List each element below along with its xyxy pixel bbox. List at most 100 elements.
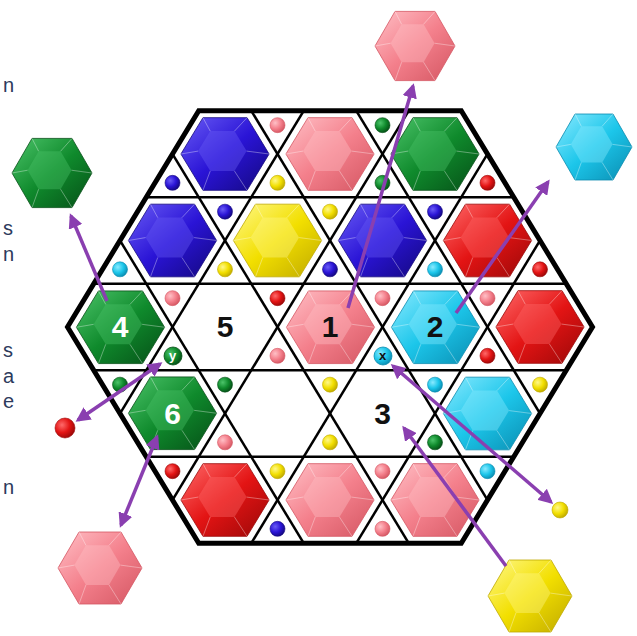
small-gem [375, 464, 390, 479]
gem-facet [408, 477, 457, 517]
gem-edge [602, 163, 613, 180]
gem-edge [150, 377, 157, 390]
gem-edge [339, 171, 352, 190]
gem-edge [539, 560, 551, 573]
small-gem [375, 291, 390, 306]
grid-line [0, 68, 15, 587]
gem-edge [203, 464, 210, 477]
gem-edge [181, 151, 198, 154]
gem-facet [303, 131, 352, 171]
outside-gem [556, 114, 632, 180]
gem-body [233, 204, 321, 277]
small-gem [218, 204, 233, 219]
gem-edge [308, 517, 315, 536]
cell-gem [128, 377, 216, 450]
outside-gem [488, 560, 572, 632]
grid-line [225, 68, 540, 587]
gem-edge [375, 43, 391, 46]
gem-facet [93, 304, 142, 344]
gem-body [488, 560, 572, 632]
small-gem [270, 521, 285, 536]
board-border [68, 111, 593, 544]
gem-edge [444, 118, 457, 131]
gem-edge [129, 344, 142, 363]
gem-edge [255, 258, 262, 277]
gem-facet [461, 391, 510, 431]
gem-layer [128, 118, 584, 537]
gem-edge [61, 138, 72, 151]
gem-body [128, 204, 216, 277]
small-gem [270, 175, 285, 190]
pointer-arrow [121, 437, 157, 525]
outside-small-gem [552, 502, 568, 518]
gem-edge [444, 464, 457, 477]
gem-edge [413, 464, 420, 477]
grid-line [15, 196, 637, 199]
gem-edge [287, 258, 300, 277]
gem-edge [287, 204, 300, 217]
gem-body [443, 377, 531, 450]
cell-gem [76, 291, 164, 364]
gem-edge [602, 114, 613, 126]
gem-edge [109, 532, 121, 545]
gem-edge [129, 291, 142, 304]
gem-edge [497, 431, 510, 450]
margin-text: n [3, 244, 14, 264]
outside-small-gem [55, 418, 75, 438]
pointer-arrow [348, 86, 413, 308]
small-gem [270, 291, 285, 306]
gem-edge [308, 118, 315, 131]
board-grid [0, 68, 637, 587]
gem-edge [339, 344, 352, 363]
gem-body [286, 118, 374, 191]
gem-edge [308, 171, 315, 190]
gem-edge [182, 377, 195, 390]
gem-edge [98, 344, 105, 363]
board-ground [68, 111, 593, 544]
gem-edge [286, 151, 303, 154]
small-gem [428, 262, 443, 277]
grid-line [0, 68, 15, 587]
gem-edge [444, 517, 457, 536]
small-gem [428, 377, 443, 392]
gem-edge [182, 431, 195, 450]
gem-edge [497, 377, 510, 390]
gem-edge [509, 238, 531, 241]
gem-edge [551, 593, 572, 596]
small-gem [428, 204, 443, 219]
gem-edge [465, 204, 472, 217]
small-gem [165, 291, 180, 306]
board-gem [286, 464, 374, 537]
gem-edge [194, 411, 216, 414]
cell-gem [286, 291, 374, 364]
grid-line [15, 283, 637, 286]
gem-body [375, 11, 455, 80]
outside-gems [12, 11, 632, 632]
gem-edge [121, 565, 142, 568]
outside-gem [58, 532, 142, 604]
margin-text: a [3, 366, 14, 386]
board-gem [496, 291, 584, 364]
small-gem [165, 175, 180, 190]
cell-number: 2 [427, 312, 444, 342]
board-gem [128, 204, 216, 277]
small-gem [480, 291, 495, 306]
gem-cell: 3 [330, 370, 435, 457]
gem-facet [198, 131, 247, 171]
gem-edge [247, 151, 269, 154]
gem-edge [194, 238, 216, 241]
grid-line [15, 456, 637, 459]
small-gem [270, 464, 285, 479]
gem-body [286, 464, 374, 537]
gem-edge [234, 118, 247, 131]
gem-edge [424, 11, 435, 24]
gem-edge [549, 291, 562, 304]
margin-text: s [3, 340, 13, 360]
pointer-arrow [393, 366, 551, 502]
gem-edge [392, 258, 405, 277]
gem-body [181, 464, 269, 537]
gem-body [391, 464, 479, 537]
gem-edge [32, 138, 39, 151]
board-gem [391, 118, 479, 191]
